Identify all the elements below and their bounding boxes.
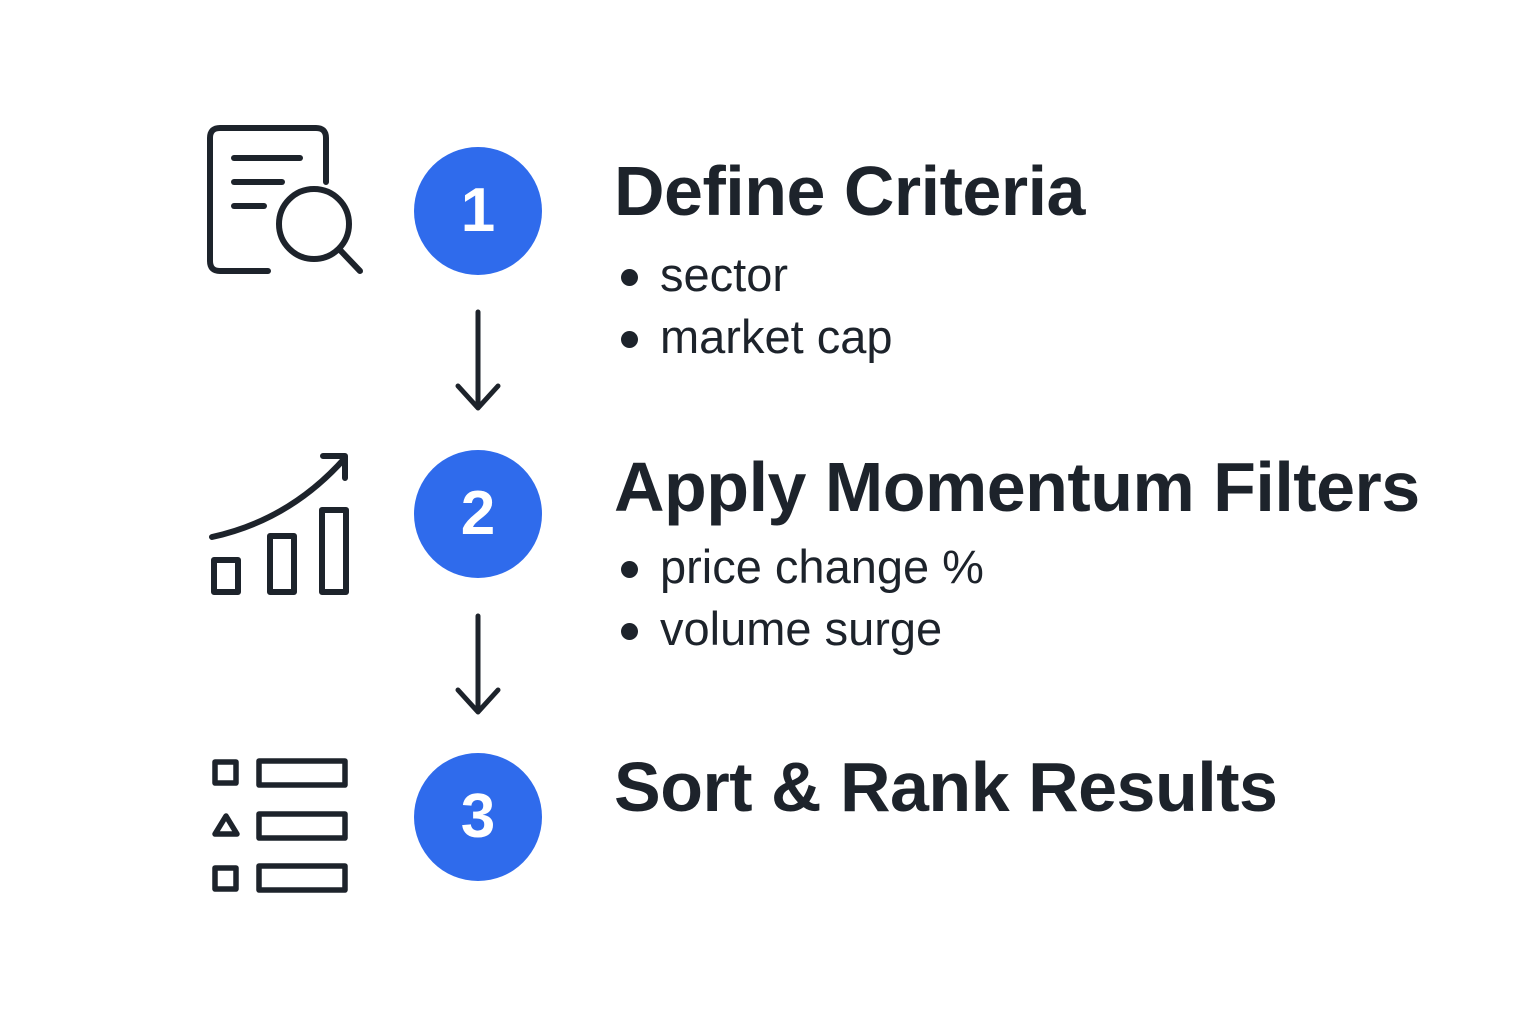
- growth-chart-icon: [200, 440, 370, 610]
- step-1-badge: 1: [414, 147, 542, 275]
- step-2-badge: 2: [414, 450, 542, 578]
- step-1-title: Define Criteria: [614, 152, 1085, 230]
- step-3-title: Sort & Rank Results: [614, 748, 1278, 826]
- list-item: volume surge: [618, 598, 984, 660]
- step-3-badge: 3: [414, 753, 542, 881]
- down-arrow-icon: [453, 612, 503, 718]
- step-1-number: 1: [460, 176, 496, 245]
- bullet-dot: [621, 623, 638, 640]
- step-2-number: 2: [460, 479, 496, 548]
- bullet-dot: [621, 269, 638, 286]
- bullet-dot: [621, 331, 638, 348]
- list-item: market cap: [618, 306, 892, 368]
- step-2-title: Apply Momentum Filters: [614, 448, 1420, 526]
- down-arrow-icon: [453, 308, 503, 414]
- ranked-list-icon: [200, 745, 370, 915]
- list-item: sector: [618, 244, 892, 306]
- bullet-label: price change %: [660, 540, 984, 593]
- bullet-label: volume surge: [660, 602, 943, 655]
- list-item: price change %: [618, 536, 984, 598]
- bullet-dot: [621, 561, 638, 578]
- step-3-number: 3: [460, 782, 496, 851]
- bullet-label: sector: [660, 248, 788, 301]
- step-2-bullet-list: price change % volume surge: [618, 536, 984, 660]
- step-1-bullet-list: sector market cap: [618, 244, 892, 368]
- bullet-label: market cap: [660, 310, 893, 363]
- document-search-icon: [200, 118, 370, 288]
